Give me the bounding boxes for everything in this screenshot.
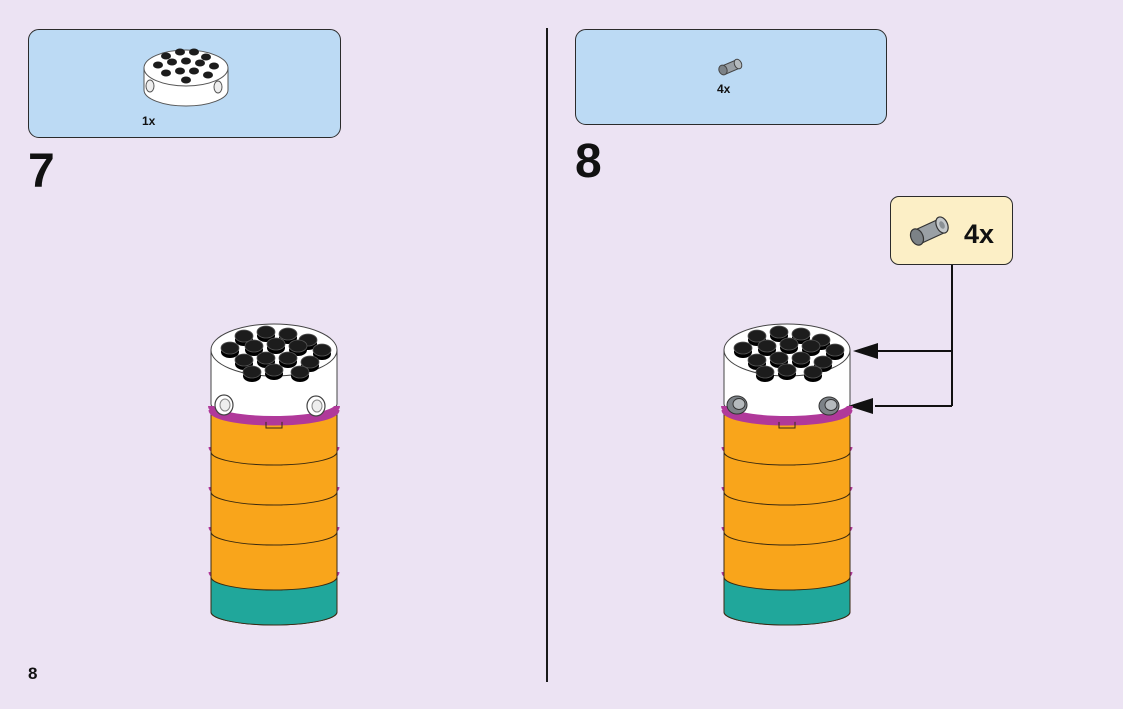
stud (278, 351, 298, 365)
connector-peg (824, 399, 838, 411)
stud (220, 341, 240, 355)
stud (266, 337, 286, 351)
stud (733, 341, 753, 355)
parts-list-step-7: 1x (28, 29, 341, 138)
stud (747, 329, 767, 343)
step-number: 7 (28, 145, 55, 198)
stud (769, 325, 789, 339)
parts-list-step-8: 4x (575, 29, 887, 125)
build-model-step-7 (208, 323, 340, 626)
stud (300, 355, 320, 369)
stud (757, 339, 777, 353)
round-brick-icon (143, 48, 229, 107)
magenta-plate (208, 409, 340, 426)
stud (747, 353, 767, 367)
stud (234, 353, 254, 367)
page-number: 8 (28, 664, 38, 683)
pin-hole (311, 399, 323, 413)
page-divider (546, 28, 548, 682)
stud (234, 329, 254, 343)
stud (779, 337, 799, 351)
stud (777, 363, 797, 377)
pin-hole (219, 398, 231, 412)
callout-box: 4x (890, 196, 1013, 265)
stud (791, 327, 811, 341)
stud (312, 343, 332, 357)
stud (791, 351, 811, 365)
step-number: 8 (575, 135, 602, 188)
stud (278, 327, 298, 341)
part-quantity: 1x (142, 114, 156, 128)
stud (264, 363, 284, 377)
stud (803, 365, 823, 379)
stud (813, 355, 833, 369)
stud (825, 343, 845, 357)
magenta-plate (721, 409, 853, 426)
connector-peg-icon (909, 216, 949, 246)
build-model-step-8 (721, 323, 853, 626)
stud (242, 365, 262, 379)
stud (755, 365, 775, 379)
stud (288, 339, 308, 353)
stud (244, 339, 264, 353)
stud (801, 339, 821, 353)
callout-quantity: 4x (964, 219, 995, 249)
stud (256, 325, 276, 339)
connector-peg (732, 398, 746, 410)
part-quantity: 4x (717, 82, 731, 96)
connector-peg-icon (718, 58, 743, 76)
stud (256, 351, 276, 365)
stud (769, 351, 789, 365)
stud (290, 365, 310, 379)
